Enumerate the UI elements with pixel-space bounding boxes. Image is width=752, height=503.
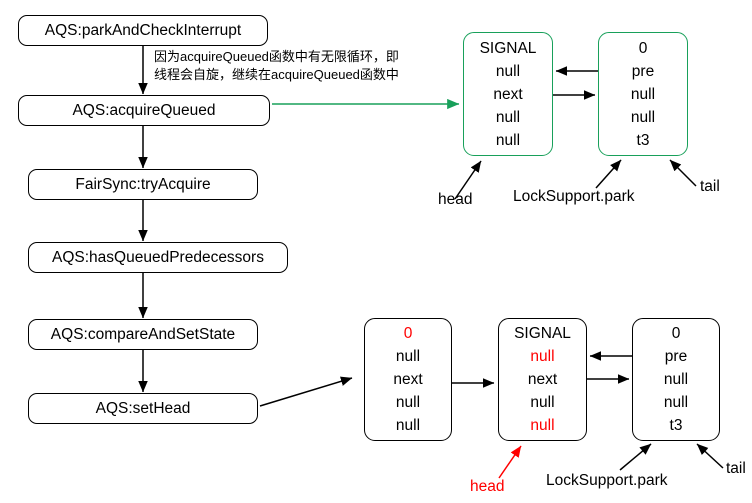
- node-field-thread: null: [395, 417, 421, 434]
- node-field-extra1: null: [395, 394, 421, 411]
- flow-step-label: AQS:acquireQueued: [72, 101, 216, 119]
- arrow-bottom-head-label: [498, 445, 522, 479]
- flow-step-compare-and-set-state[interactable]: AQS:compareAndSetState: [28, 319, 258, 350]
- arrow-bottom-tail-label: [696, 443, 724, 469]
- flow-step-label: AQS:hasQueuedPredecessors: [52, 248, 264, 266]
- node-field-waitstatus: SIGNAL: [479, 39, 537, 57]
- queue-node-bottom-old-head[interactable]: 0 null next null null: [364, 318, 452, 441]
- annotation-note: 因为acquireQueued函数中有无限循环，即 线程会自旋，继续在acqui…: [154, 48, 399, 84]
- arrow-top-tail-label: [669, 159, 697, 187]
- node-field-prev: null: [530, 348, 555, 365]
- label-bottom-tail-text: tail: [726, 460, 746, 477]
- flow-step-acquire-queued[interactable]: AQS:acquireQueued: [18, 95, 270, 126]
- node-field-extra1: null: [495, 108, 521, 126]
- label-top-tail-text: tail: [700, 178, 720, 195]
- node-field-waitstatus: 0: [403, 325, 413, 342]
- label-bottom-head: head: [470, 478, 504, 496]
- node-field-extra1: null: [663, 394, 689, 411]
- label-top-head-text: head: [438, 191, 473, 208]
- arrow-sethead-to-bottom-queue: [259, 376, 353, 407]
- flow-step-has-queued-predecessors[interactable]: AQS:hasQueuedPredecessors: [28, 242, 288, 273]
- node-field-waitstatus: SIGNAL: [514, 325, 571, 342]
- node-field-prev: null: [495, 62, 521, 80]
- label-bottom-park: LockSupport.park: [546, 472, 668, 490]
- queue-node-bottom-tail[interactable]: 0 pre null null t3: [632, 318, 720, 441]
- node-field-thread: null: [530, 417, 555, 434]
- flow-step-label: AQS:parkAndCheckInterrupt: [44, 21, 242, 39]
- node-field-extra1: null: [630, 108, 656, 126]
- label-top-park-text: LockSupport.park: [513, 188, 635, 205]
- queue-node-top-tail[interactable]: 0 pre null null t3: [598, 32, 688, 156]
- flow-step-set-head[interactable]: AQS:setHead: [28, 393, 258, 424]
- annotation-note-line2: 线程会自旋，继续在acquireQueued函数中: [154, 67, 399, 82]
- label-bottom-park-text: LockSupport.park: [546, 472, 668, 489]
- node-field-next: next: [393, 371, 423, 388]
- node-field-extra1: null: [530, 394, 555, 411]
- arrow-bottom-park-label: [619, 443, 652, 471]
- flow-step-label: AQS:setHead: [95, 399, 191, 417]
- node-field-next: next: [493, 85, 523, 103]
- arrow-top-park-label: [595, 159, 622, 189]
- node-field-thread: t3: [669, 417, 683, 434]
- node-field-prev: pre: [631, 62, 655, 80]
- flow-step-label: AQS:compareAndSetState: [50, 325, 236, 343]
- node-field-waitstatus: 0: [671, 325, 681, 342]
- node-field-thread: null: [495, 131, 521, 149]
- node-field-next: null: [630, 85, 656, 103]
- label-bottom-head-text: head: [470, 478, 505, 495]
- label-top-park: LockSupport.park: [513, 188, 635, 206]
- label-bottom-tail: tail: [726, 460, 746, 478]
- flow-step-try-acquire[interactable]: FairSync:tryAcquire: [28, 169, 258, 200]
- node-field-prev: pre: [664, 348, 688, 365]
- node-field-next: null: [663, 371, 689, 388]
- label-top-tail: tail: [700, 178, 720, 196]
- annotation-note-line1: 因为acquireQueued函数中有无限循环，即: [154, 49, 399, 64]
- label-top-head: head: [438, 191, 472, 209]
- node-field-thread: t3: [636, 131, 650, 149]
- queue-node-top-head[interactable]: SIGNAL null next null null: [463, 32, 553, 156]
- node-field-waitstatus: 0: [638, 39, 648, 57]
- node-field-next: next: [527, 371, 558, 388]
- queue-node-bottom-new-head[interactable]: SIGNAL null next null null: [498, 318, 587, 441]
- flow-step-label: FairSync:tryAcquire: [75, 175, 211, 193]
- flow-step-park-and-check-interrupt[interactable]: AQS:parkAndCheckInterrupt: [18, 15, 268, 46]
- node-field-prev: null: [395, 348, 421, 365]
